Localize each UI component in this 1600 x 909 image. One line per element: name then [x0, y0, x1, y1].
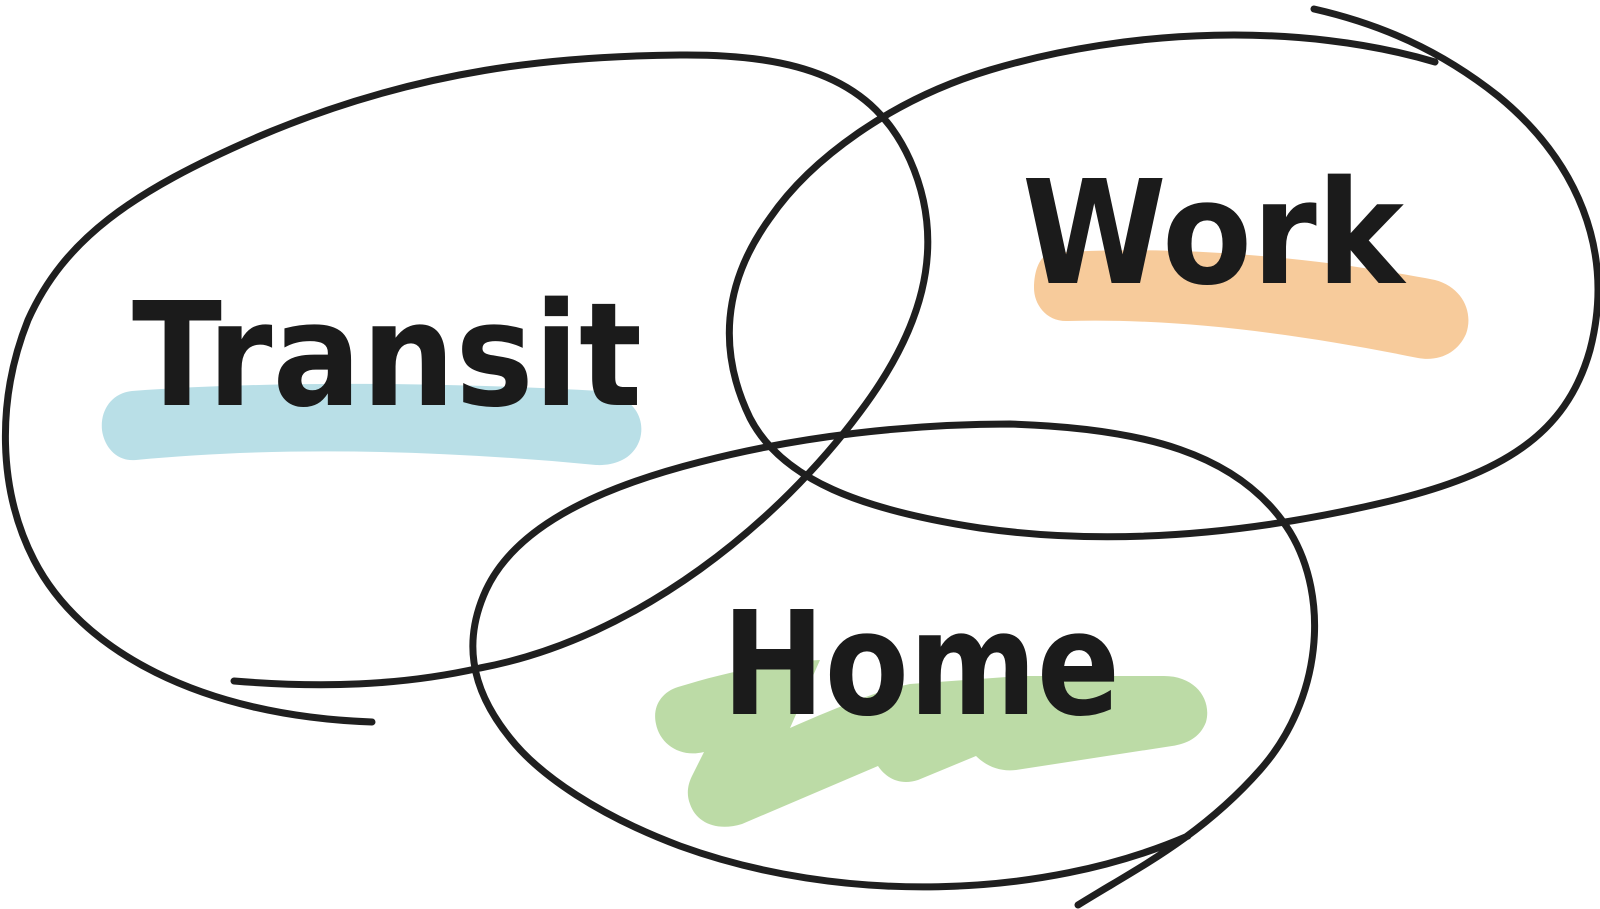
transit-label: Transit — [132, 271, 642, 439]
work-label: Work — [1022, 149, 1407, 317]
loops — [2, 5, 1600, 909]
labels: Transit Work Home — [132, 149, 1407, 748]
home-highlight — [655, 660, 1208, 827]
transit-highlight — [101, 383, 642, 466]
transit-loop — [2, 51, 932, 726]
highlights — [101, 250, 1469, 827]
home-label: Home — [722, 580, 1120, 748]
work-loop — [725, 5, 1600, 541]
home-loop — [469, 420, 1319, 909]
work-highlight — [1034, 250, 1469, 359]
